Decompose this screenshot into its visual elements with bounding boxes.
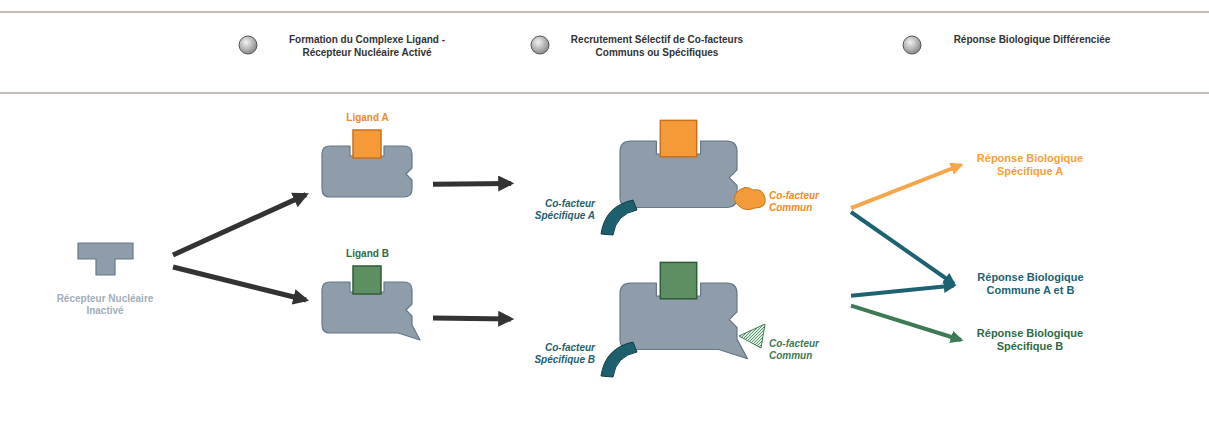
node-label: Ligand A [310,112,425,124]
complex-node: Ligand A [310,112,427,207]
common-cofactor [734,187,765,209]
receptor-node: Récepteur Nucléaire Inactivé [45,235,167,335]
response-label: Réponse Biologique Spécifique B [965,325,1097,355]
legend-swatch [237,34,259,56]
legend-label: Formation du Complexe Ligand - Récepteur… [272,33,462,59]
legend-swatch [901,34,923,56]
ligand-square [660,120,696,156]
node-label: Co-facteur Commun [769,338,841,362]
cofactor-complex: Co-facteur Spécifique B Co-facteur Commun [515,258,845,380]
top-rule [0,12,1209,13]
node-label: Ligand B [310,248,425,260]
arrow-connector [851,306,961,340]
legend-swatch [529,34,551,56]
arrow-connector [173,267,306,300]
common-cofactor [739,324,765,348]
node-label: Réponse Biologique Spécifique B [965,327,1095,353]
node-shape [310,112,425,207]
arrow-connector [851,286,954,296]
receptor-complex [322,266,420,340]
node-shape [310,248,425,348]
cofactor-complex: Co-facteur Spécifique A Co-facteur Commun [515,108,845,238]
inactive-receptor [78,243,133,275]
ligand-square [353,266,381,294]
node-label: Récepteur Nucléaire Inactivé [45,293,165,317]
arrow-connector [173,195,306,255]
node-label: Co-facteur Commun [769,190,841,214]
specific-cofactor [601,342,637,377]
node-label: Réponse Biologique Commune A et B [958,271,1103,297]
receptor-complex [620,262,747,358]
node-label: Co-facteur Spécifique A [515,198,595,222]
node-label: Co-facteur Spécifique B [515,342,595,366]
complex-node: Ligand B [310,248,427,348]
receptor-complex [620,120,737,207]
node-shape [45,235,165,335]
legend-label: Recrutement Sélectif de Co-facteurs Comm… [562,33,752,59]
ligand-square [660,262,696,298]
header-rule [0,93,1209,94]
receptor-complex [322,130,412,197]
arrow-connector [433,318,511,319]
response-label: Réponse Biologique Spécifique A [965,150,1097,180]
specific-cofactor [601,200,637,235]
response-label: Réponse Biologique Commune A et B [958,269,1105,299]
arrow-connector [851,212,954,284]
legend-label: Réponse Biologique Différenciée [932,33,1132,46]
arrow-connector [851,165,961,208]
ligand-square [353,130,381,158]
arrow-connector [433,181,511,187]
node-label: Réponse Biologique Spécifique A [965,152,1095,178]
